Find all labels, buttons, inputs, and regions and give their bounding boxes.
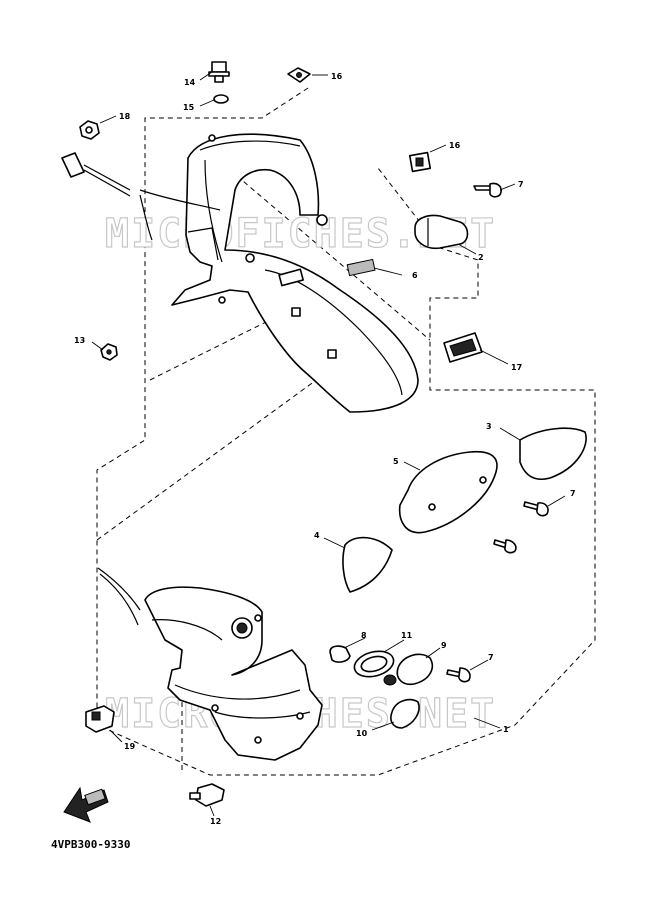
callout-4: 4 <box>314 531 320 540</box>
rear-fender <box>139 133 419 413</box>
callout-17: 17 <box>511 363 522 372</box>
screw-7-middle <box>523 501 549 517</box>
nut-16-top <box>287 67 311 83</box>
callout-7-middle: 7 <box>570 489 576 498</box>
callout-3: 3 <box>486 422 492 431</box>
bolt-12 <box>189 783 225 807</box>
socket-9 <box>383 653 434 686</box>
washer-15 <box>213 94 229 104</box>
callout-19: 19 <box>124 742 136 751</box>
callout-5: 5 <box>393 457 399 466</box>
screw-7-lower <box>446 667 471 683</box>
callout-14: 14 <box>184 78 196 87</box>
lens-3 <box>519 427 587 480</box>
license-light-17 <box>443 332 483 363</box>
callout-16-right: 16 <box>449 141 461 150</box>
nut-16-right <box>408 151 432 173</box>
screw-7-upper <box>473 182 502 198</box>
callout-7-lower: 7 <box>488 653 494 662</box>
nut-13 <box>100 343 118 361</box>
callout-6: 6 <box>412 271 418 280</box>
reflector-6 <box>346 258 376 277</box>
bulb-2 <box>414 214 469 250</box>
diagram-code: 4VPB300-9330 <box>51 838 130 851</box>
callout-1: 1 <box>503 725 509 734</box>
front-arrow-icon <box>63 786 109 823</box>
clamp-19 <box>85 705 115 733</box>
lens-4 <box>342 536 393 593</box>
callout-10: 10 <box>356 729 368 738</box>
callout-13: 13 <box>74 336 85 345</box>
callout-labels: 14 15 16 18 16 7 2 6 17 13 3 5 7 4 8 11 … <box>74 72 576 826</box>
callout-9: 9 <box>441 641 447 650</box>
callout-7-upper: 7 <box>518 180 524 189</box>
leader-lines <box>91 71 566 817</box>
tail-lens-5 <box>398 450 498 534</box>
callout-12: 12 <box>210 817 221 826</box>
screw-7-lower-left <box>493 539 517 554</box>
callout-11: 11 <box>401 631 413 640</box>
wire-connector <box>61 152 131 197</box>
bolt-14 <box>208 61 230 83</box>
callout-15: 15 <box>183 103 195 112</box>
assembly-boundary-lines <box>96 87 596 776</box>
callout-16-top: 16 <box>331 72 343 81</box>
tail-light-housing <box>97 567 323 761</box>
gasket-11 <box>353 650 395 678</box>
callout-2: 2 <box>478 253 484 262</box>
callout-18: 18 <box>119 112 131 121</box>
callout-8: 8 <box>361 631 367 640</box>
bulb-8 <box>329 645 351 663</box>
nut-18 <box>79 120 100 140</box>
